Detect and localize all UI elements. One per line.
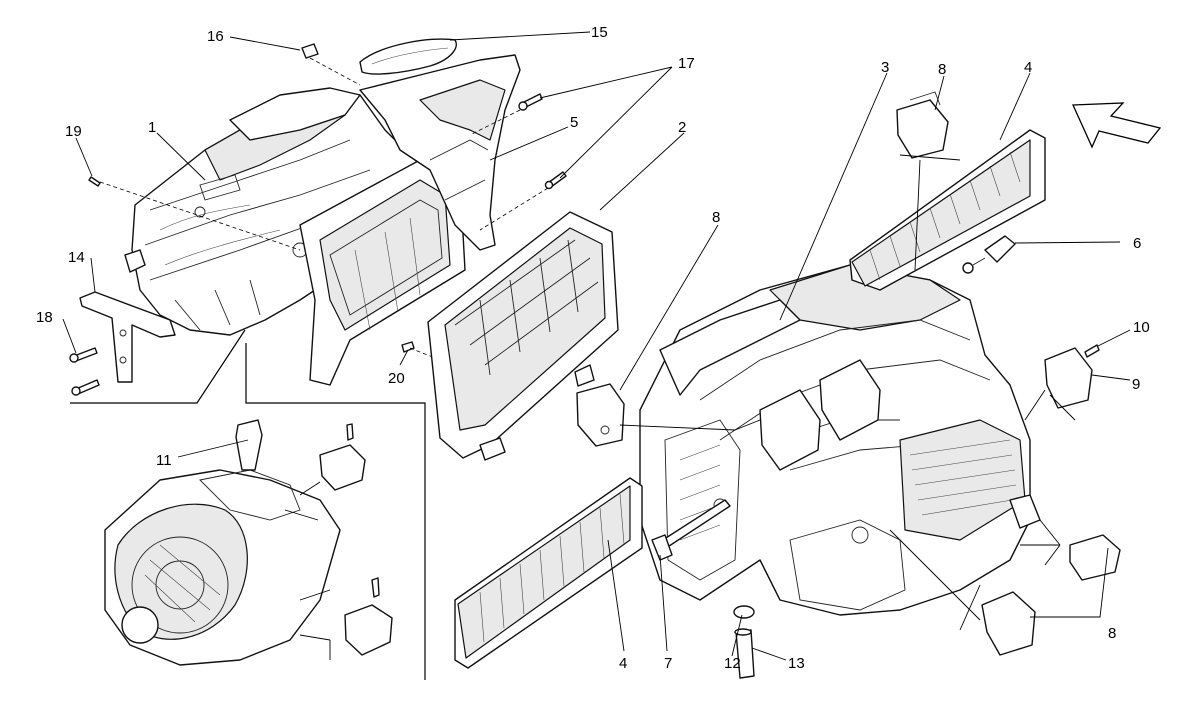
callout-15: 15 xyxy=(591,24,608,41)
drain-hose xyxy=(733,605,755,679)
actuator-right-bottom xyxy=(1069,534,1121,581)
callout-11: 11 xyxy=(156,452,172,469)
callout-9: 9 xyxy=(1132,376,1140,393)
callout-19: 19 xyxy=(65,123,82,140)
screws xyxy=(69,93,567,396)
blower-inset xyxy=(70,329,426,680)
callout-8-top: 8 xyxy=(938,61,946,78)
mounting-bracket xyxy=(79,291,176,383)
callout-4-bottom: 4 xyxy=(619,655,627,672)
cabin-filter-top xyxy=(849,129,1046,291)
callout-17: 17 xyxy=(678,55,695,72)
leader-lines xyxy=(62,31,1131,661)
actuator-top xyxy=(896,91,949,159)
cabin-filter-bottom xyxy=(454,477,643,669)
callout-18: 18 xyxy=(36,309,53,326)
drain-rod xyxy=(651,499,731,561)
callout-14: 14 xyxy=(68,249,85,266)
callout-16: 16 xyxy=(207,28,224,45)
callout-10: 10 xyxy=(1133,319,1150,336)
callout-12: 12 xyxy=(724,655,741,672)
clip xyxy=(301,43,319,59)
callout-1: 1 xyxy=(148,119,156,136)
callout-6: 6 xyxy=(1133,235,1141,252)
filter-frame xyxy=(299,159,466,386)
callout-3: 3 xyxy=(881,59,889,76)
callout-4-top: 4 xyxy=(1024,59,1032,76)
callout-20: 20 xyxy=(388,370,405,387)
callout-8-right: 8 xyxy=(1108,625,1116,642)
assembly-guides xyxy=(99,57,549,361)
callout-labels: 1 2 3 4 4 5 6 7 8 8 8 9 10 11 12 13 14 1… xyxy=(36,24,1150,672)
evaporator-case xyxy=(427,211,619,461)
actuator-bottom xyxy=(981,591,1036,656)
temperature-sensor xyxy=(962,235,1016,274)
actuator-left xyxy=(576,383,625,447)
callout-2: 2 xyxy=(678,119,686,136)
callout-7: 7 xyxy=(664,655,672,672)
actuator-right-top xyxy=(1044,347,1093,409)
screw-small xyxy=(1084,344,1100,358)
callout-13: 13 xyxy=(788,655,805,672)
callout-8-left: 8 xyxy=(712,209,720,226)
callout-5: 5 xyxy=(570,114,578,131)
hvac-module xyxy=(639,264,1041,616)
front-direction-arrow-icon xyxy=(1072,102,1162,149)
intake-cover xyxy=(359,38,457,75)
air-duct xyxy=(359,54,521,251)
upper-hvac-housing xyxy=(124,87,441,336)
